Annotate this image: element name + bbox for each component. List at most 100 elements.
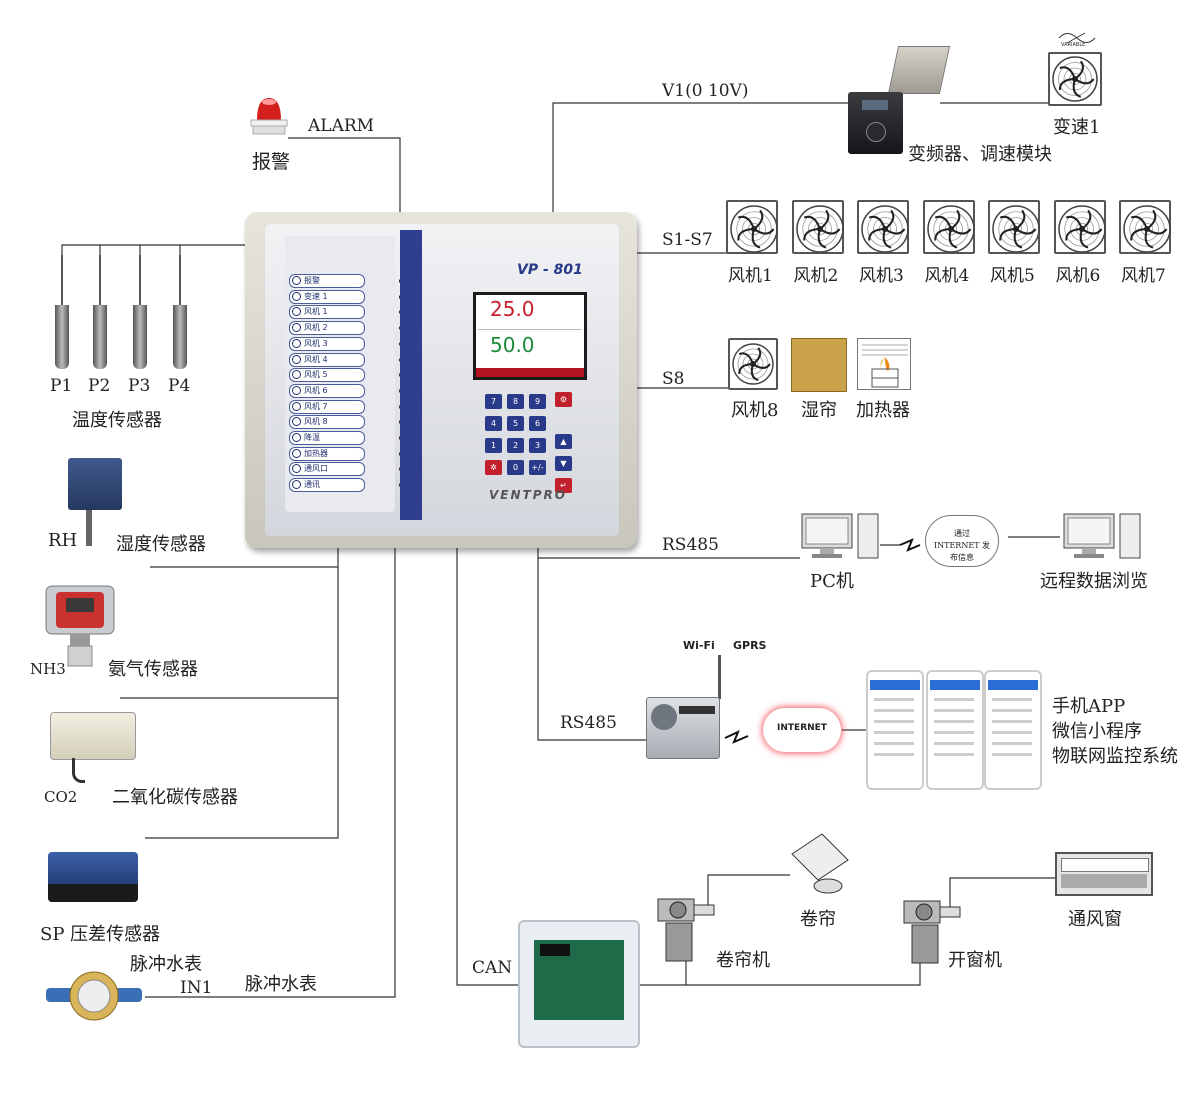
water-name: 脉冲水表 — [245, 974, 317, 995]
key-button[interactable]: 9 — [529, 394, 546, 409]
nh3-name: 氨气传感器 — [108, 659, 198, 680]
key-button[interactable]: 5 — [507, 416, 524, 431]
probe-wire — [61, 255, 63, 305]
menu-item: 风机 3 — [289, 336, 365, 351]
power-module-icon — [887, 46, 951, 94]
key-button[interactable]: 0 — [507, 460, 524, 475]
app-line-2: 物联网监控系统 — [1052, 746, 1178, 767]
co2-code: CO2 — [44, 788, 78, 806]
rh-sensor-icon — [68, 458, 122, 510]
fan-icon — [1119, 200, 1171, 254]
menu-item: 风机 1 — [289, 305, 365, 320]
internet-label: INTERNET — [777, 723, 827, 733]
variable-fan-label: 变速1 — [1053, 117, 1101, 138]
app-line-0: 手机APP — [1052, 696, 1126, 717]
s8-item-0: 风机8 — [731, 400, 779, 421]
fan-icon — [726, 200, 778, 254]
nh3-sensor-icon — [45, 585, 115, 667]
menu-item: 风机 8 — [289, 415, 365, 430]
menu-item: 风机 6 — [289, 383, 365, 398]
rh-name: 湿度传感器 — [116, 534, 206, 555]
up-key-button[interactable]: ▲ — [555, 434, 572, 449]
variable-fan-icon — [1048, 52, 1102, 106]
menu-fan-icon — [292, 338, 301, 348]
menu-fan-icon — [292, 401, 301, 411]
inverter-label: 变频器、调速模块 — [908, 144, 1052, 165]
remote-pc-icon — [1063, 513, 1141, 559]
lcd-status-bar — [476, 368, 584, 377]
curtain-motor-label: 卷帘机 — [716, 950, 770, 971]
remote-label: 远程数据浏览 — [1040, 571, 1148, 592]
key-button[interactable]: 1 — [485, 438, 502, 453]
alarm-name: 报警 — [252, 151, 291, 173]
down-key-button[interactable]: ▼ — [555, 456, 572, 471]
vent-window-icon — [1055, 852, 1153, 896]
temp-probe-icon — [173, 305, 187, 369]
app-line-1: 微信小程序 — [1052, 721, 1142, 742]
window-motor-icon — [903, 900, 961, 964]
variable-label: VARIABLE — [1061, 42, 1086, 48]
enter-key-button[interactable]: ↵ — [555, 478, 572, 493]
menu-item: 通讯 — [289, 478, 365, 493]
heater-icon — [857, 338, 911, 390]
probe-label: P1 — [50, 376, 73, 396]
fan-icon — [922, 200, 975, 254]
key-button[interactable]: 2 — [507, 438, 524, 453]
temp-probe-icon — [55, 305, 69, 369]
menu-item: 风机 5 — [289, 368, 365, 383]
co2-cable-icon — [72, 758, 85, 783]
fan-label: 风机1 — [728, 266, 773, 286]
water-title: 脉冲水表 — [130, 954, 202, 975]
co2-name: 二氧化碳传感器 — [112, 787, 238, 808]
menu-fan-icon — [292, 417, 301, 427]
menu-fan-icon — [292, 307, 301, 317]
cooling-pad-icon — [791, 338, 847, 392]
key-button[interactable]: +/- — [529, 460, 546, 475]
can-line-label: CAN — [472, 958, 513, 978]
s8-item-2: 加热器 — [856, 400, 910, 421]
gprs-label: GPRS — [733, 639, 767, 652]
variable-symbol: VARIABLE — [1055, 30, 1099, 50]
menu-item: 风机 2 — [289, 321, 365, 336]
sp-name: SP 压差传感器 — [40, 924, 161, 945]
sp-sensor-icon — [48, 852, 138, 902]
alarm-light-icon — [250, 98, 288, 135]
key-button[interactable]: 6 — [529, 416, 546, 431]
fan-label: 风机3 — [859, 266, 904, 286]
menu-fan-icon — [292, 323, 301, 333]
antenna-icon — [718, 655, 721, 699]
menu-item: 通风口 — [289, 462, 365, 477]
fan-label: 风机5 — [990, 266, 1035, 286]
curtain-label: 卷帘 — [800, 909, 836, 930]
menu-item: 风机 4 — [289, 352, 365, 367]
menu-fan-icon — [292, 370, 301, 380]
model-label: VP - 801 — [517, 262, 583, 278]
menu-fan-icon — [292, 480, 301, 490]
fan8-icon — [728, 338, 778, 390]
probe-label: P4 — [168, 376, 191, 396]
rh-code: RH — [48, 530, 78, 551]
key-button[interactable]: 7 — [485, 394, 502, 409]
key-button[interactable]: 4 — [485, 416, 502, 431]
led-bar — [400, 230, 422, 520]
water-code: IN1 — [180, 978, 213, 998]
menu-item: 报警 — [289, 274, 365, 288]
set-key-button[interactable]: ⚙ — [555, 392, 572, 407]
water-meter-icon — [46, 971, 142, 1021]
fan-label: 风机7 — [1121, 266, 1166, 286]
v1-line-label: V1(0 10V) — [662, 81, 749, 101]
internet-cloud: INTERNET — [763, 708, 841, 752]
wifi-label: Wi-Fi — [683, 639, 715, 652]
key-button[interactable]: 8 — [507, 394, 524, 409]
temp-sensor-name: 温度传感器 — [72, 410, 162, 431]
fan-key-button[interactable]: ✲ — [485, 460, 502, 475]
menu-item: 风机 7 — [289, 399, 365, 414]
phone-screen-icon — [926, 670, 984, 790]
pc-icon — [801, 513, 879, 559]
cloud-publish: 通过INTERNET 发布信息 — [925, 515, 999, 567]
fan-icon — [791, 200, 844, 254]
key-button[interactable]: 3 — [529, 438, 546, 453]
pc-label: PC机 — [810, 571, 854, 592]
can-board-icon — [518, 920, 640, 1048]
